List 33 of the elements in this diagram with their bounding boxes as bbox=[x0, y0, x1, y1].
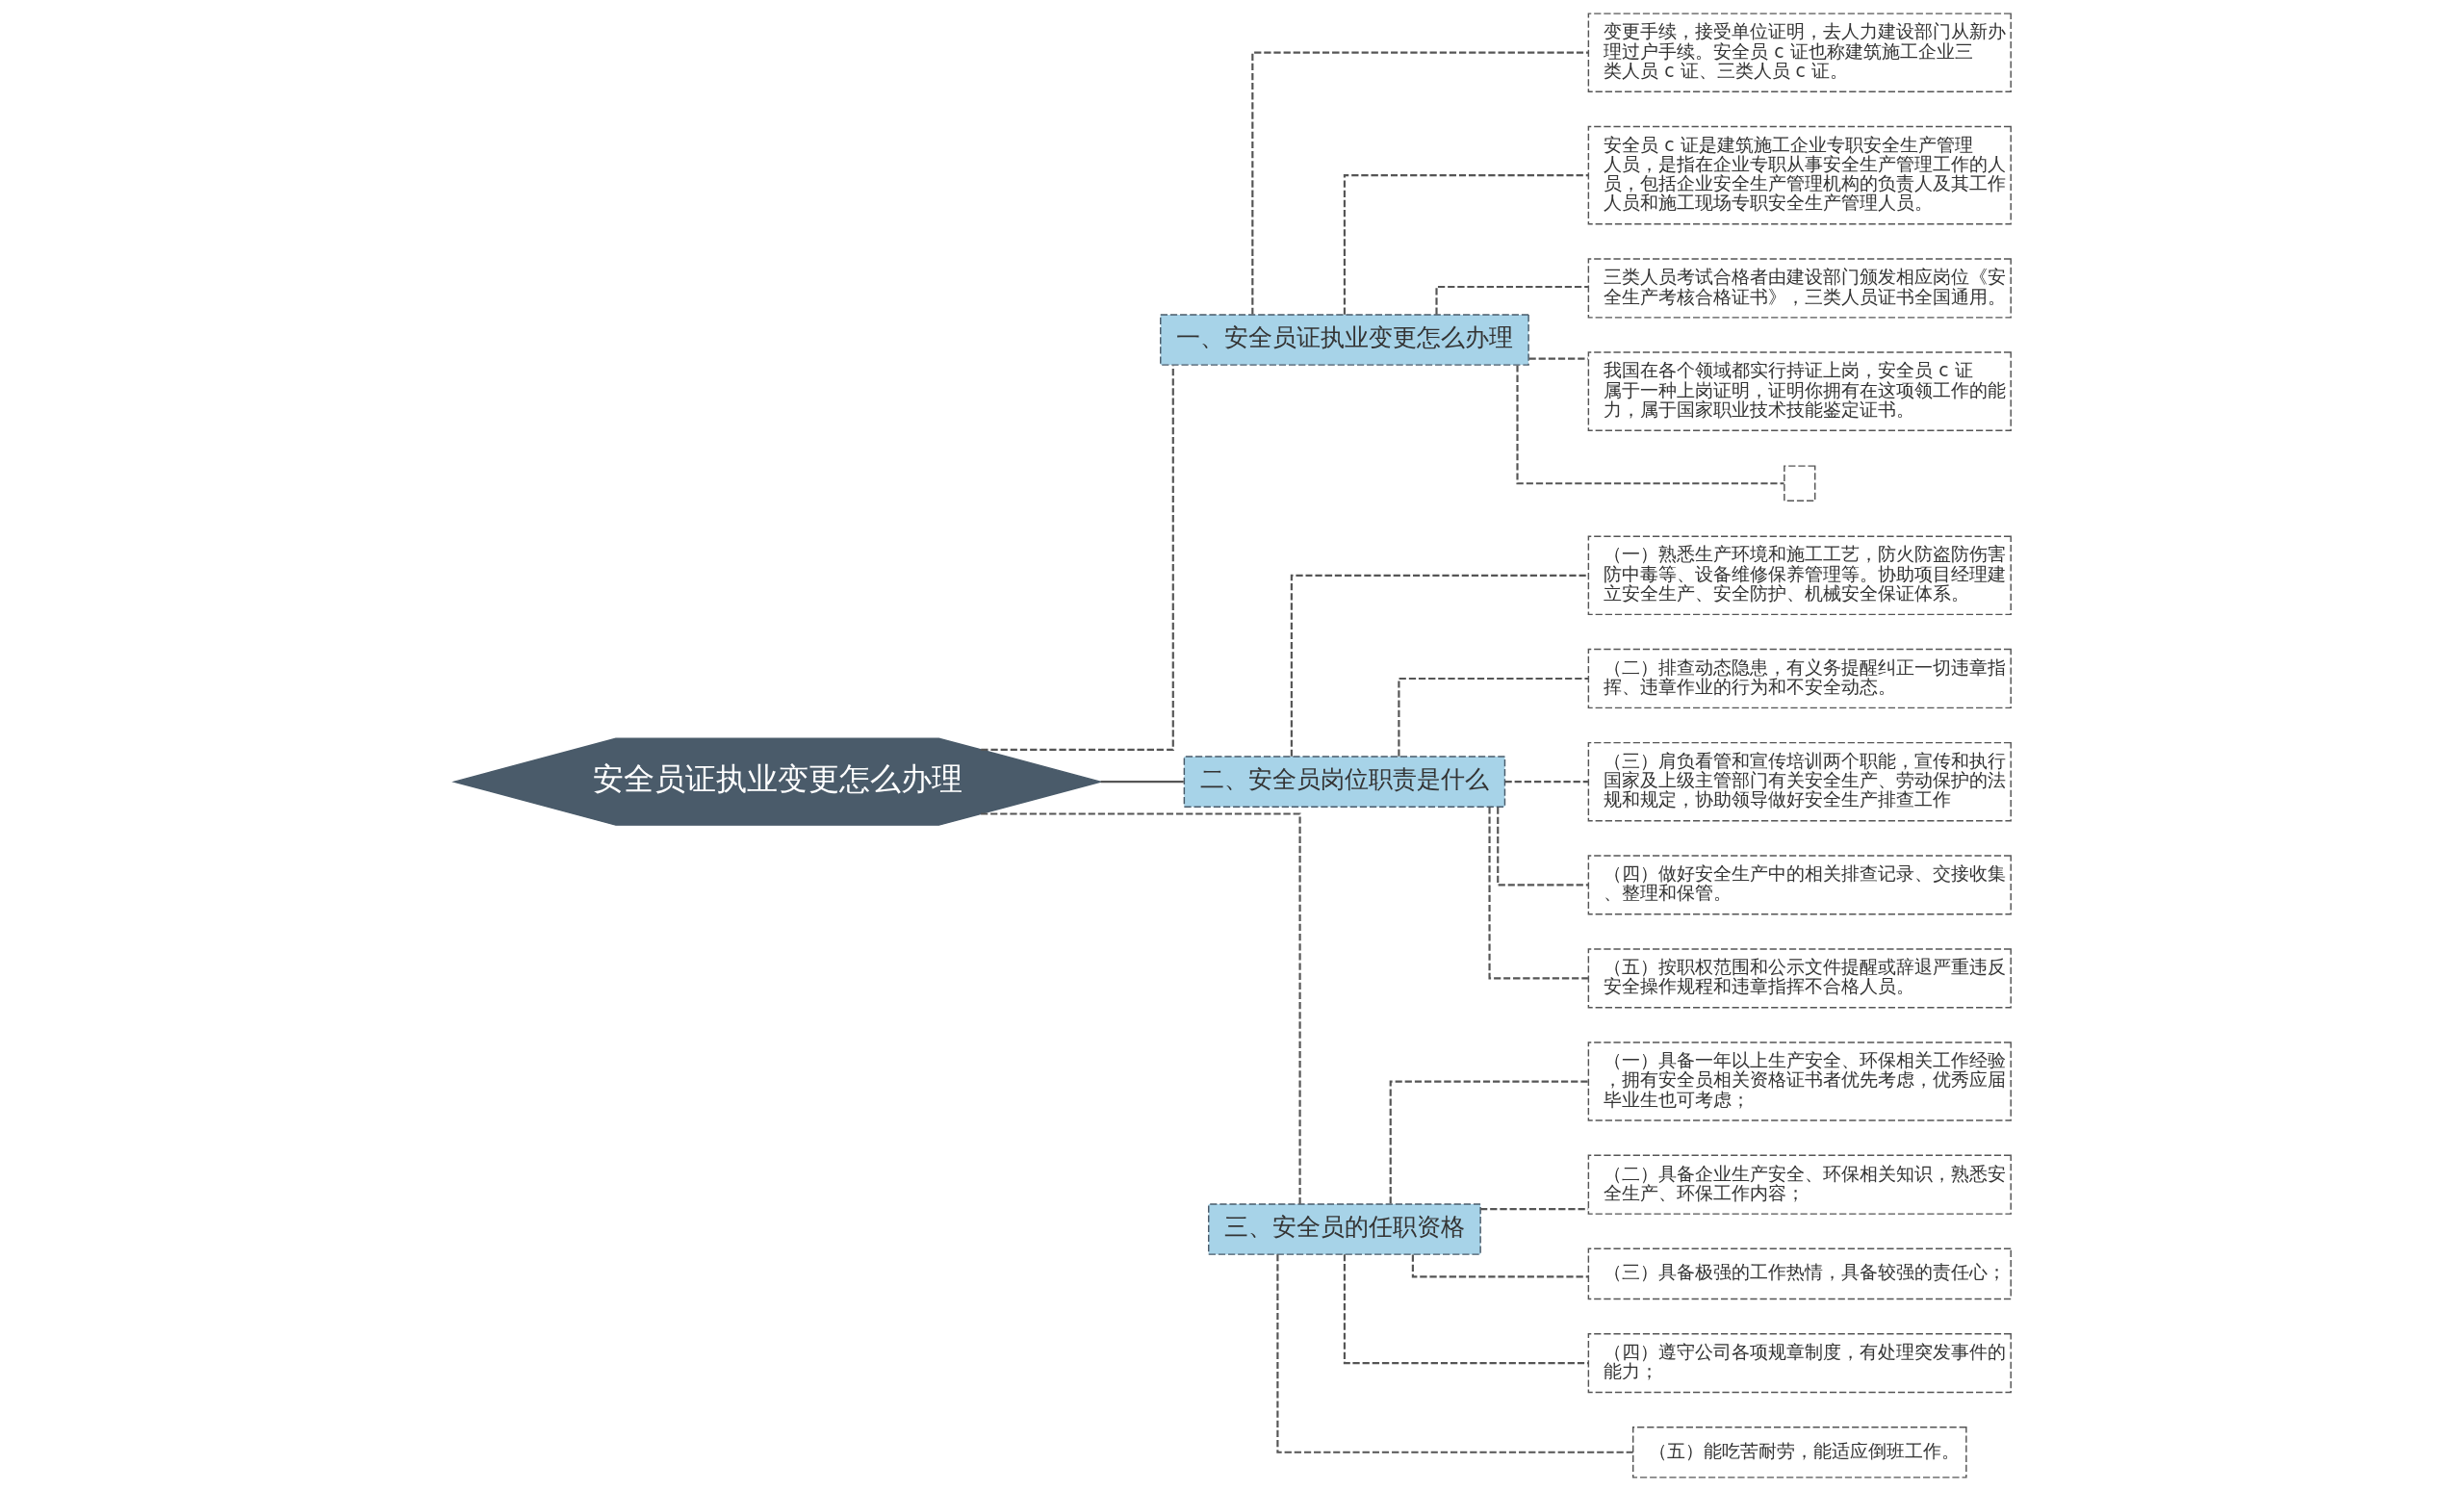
connector bbox=[1479, 1207, 1588, 1211]
node-box: （二）排查动态隐患，有义务提醒纠正一切违章指挥、违章作业的行为和不安全动态。 bbox=[1587, 648, 2012, 709]
node-box: （四）遵守公司各项规章制度，有处理突发事件的能力； bbox=[1587, 1332, 2012, 1394]
node-box: （二）具备企业生产安全、环保相关知识，熟悉安全生产、环保工作内容； bbox=[1587, 1154, 2012, 1215]
connector bbox=[1397, 677, 1588, 757]
connector bbox=[1343, 174, 1588, 315]
node-box: 变更手续，接受单位证明，去人力建设部门从新办理过户手续。安全员 c 证也称建筑施工企业三类人员 c 证、三类人员 c 证。 bbox=[1587, 13, 2012, 92]
connector bbox=[1389, 1080, 1588, 1204]
connector bbox=[1343, 1254, 1588, 1365]
node-box: （四）做好安全生产中的相关排查记录、交接收集、整理和保管。 bbox=[1587, 855, 2012, 915]
connector bbox=[1504, 781, 1588, 784]
node-box: （五）能吃苦耐劳，能适应倒班工作。 bbox=[1631, 1427, 1967, 1478]
node-box: 三类人员考试合格者由建设部门颁发相应岗位《安全生产考核合格证书》，三类人员证书全国通用。 bbox=[1587, 258, 2012, 319]
connector bbox=[1515, 365, 1784, 485]
connector bbox=[1487, 807, 1588, 980]
node-box: 安全员 c 证是建筑施工企业专职安全生产管理人员，是指在企业专职从事安全生产管理工作的人员，包括企业安全生产管理机构的负责人及其工作人员和施工现场专职安全生产管理人员。 bbox=[1587, 125, 2012, 225]
node-box: 二、安全员岗位职责是什么 bbox=[1183, 756, 1505, 808]
connector bbox=[980, 812, 1301, 1204]
connector bbox=[1528, 357, 1588, 360]
node-box: 三、安全员的任职资格 bbox=[1207, 1203, 1481, 1255]
node-box: 我国在各个领域都实行持证上岗，安全员 c 证属于一种上岗证明，证明你拥有在这项领工作的能力，属于国家职业技术技能鉴定证书。 bbox=[1587, 351, 2012, 431]
node-box: （一）熟悉生产环境和施工工艺，防火防盗防伤害防中毒等、设备维修保养管理等。协助项目经理建立安全生产、安全防护、机械安全保证体系。 bbox=[1587, 535, 2012, 616]
node-box: （三）具备极强的工作热情，具备较强的责任心； bbox=[1587, 1247, 2012, 1300]
connector bbox=[1290, 574, 1588, 757]
node-box: （一）具备一年以上生产安全、环保相关工作经验，拥有安全员相关资格证书者优先考虑，优秀应届毕业生也可考虑； bbox=[1587, 1041, 2012, 1121]
connector bbox=[1275, 1254, 1633, 1453]
node-box: 一、安全员证执业变更怎么办理 bbox=[1159, 314, 1529, 366]
node-box: （三）肩负看管和宣传培训两个职能，宣传和执行国家及上级主管部门有关安全生产、劳动保护的法规和规定，协助领导做好安全生产排查工作 bbox=[1587, 741, 2012, 822]
node-box: （五）按职权范围和公示文件提醒或辞退严重违反安全操作规程和违章指挥不合格人员。 bbox=[1587, 948, 2012, 1009]
connector bbox=[1496, 807, 1588, 887]
connector bbox=[1250, 51, 1588, 315]
node-box bbox=[1783, 465, 1815, 502]
connector bbox=[1100, 781, 1184, 784]
